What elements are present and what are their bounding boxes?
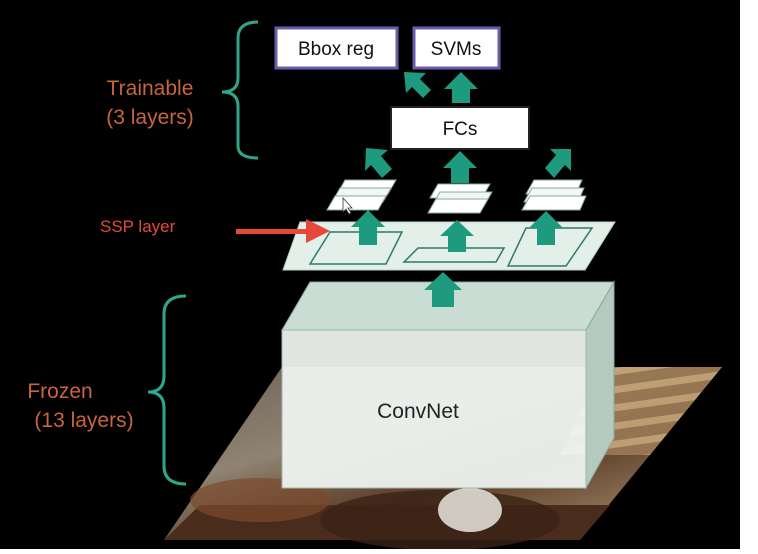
arrow-ssp-up-middle <box>440 220 474 252</box>
arrow-convnet-to-ssp <box>424 272 462 307</box>
bbox-reg-label: Bbox reg <box>298 39 374 60</box>
svms-label: SVMs <box>431 39 482 60</box>
trainable-label: Trainable <box>107 77 194 100</box>
frozen-label: Frozen <box>27 380 92 403</box>
svms-box <box>412 26 501 70</box>
bbox-reg-box <box>274 26 399 70</box>
pooled-features-right <box>521 179 587 211</box>
convnet-block: ConvNet <box>281 280 615 490</box>
red-arrow <box>236 219 330 243</box>
arrow-ssp-up-left <box>351 210 385 245</box>
frozen-bracket <box>147 294 187 486</box>
arrow-features-to-fcs-right <box>545 149 571 178</box>
fcs-label: FCs <box>443 119 478 140</box>
pooled-features-left <box>326 179 397 211</box>
arrow-fcs-to-svms <box>444 72 478 103</box>
arrow-fcs-to-bbox-reg <box>404 72 431 98</box>
convnet-label: ConvNet <box>377 400 459 423</box>
ssp-layer-label: SSP layer <box>100 217 176 236</box>
arrow-features-to-fcs-middle <box>443 151 477 183</box>
fcs-box <box>390 106 530 150</box>
mouse-pointer-icon <box>342 196 353 215</box>
arrow-ssp-up-right <box>529 211 563 245</box>
trainable-bracket <box>221 20 259 160</box>
trainable-layers-label: (3 layers) <box>106 106 194 129</box>
pooled-features-middle <box>427 183 493 214</box>
arrow-features-to-fcs-left <box>365 148 392 178</box>
frozen-layers-label: (13 layers) <box>34 409 133 432</box>
